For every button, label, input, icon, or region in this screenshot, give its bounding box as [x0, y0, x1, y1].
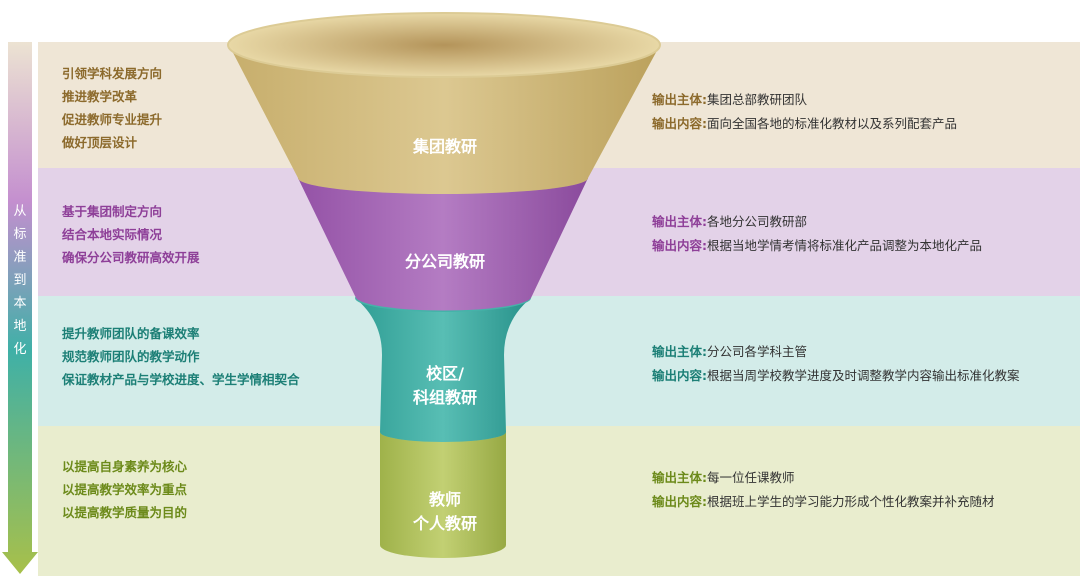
campus-output: 输出主体:分公司各学科主管 输出内容:根据当周学校教学进度及时调整教学内容输出标…	[652, 340, 1020, 388]
list-item: 引领学科发展方向	[62, 66, 163, 81]
arrow-char: 本	[13, 296, 27, 311]
funnel-stage-group	[229, 45, 660, 194]
output-subject-row: 输出主体:集团总部教研团队	[652, 88, 957, 112]
output-content-row: 输出内容:根据当地学情考情将标准化产品调整为本地化产品	[652, 234, 982, 258]
list-item: 提升教师团队的备课效率	[62, 326, 200, 341]
stage-label-line: 科组教研	[412, 388, 477, 407]
branch-goals-list: 基于集团制定方向 结合本地实际情况 确保分公司教研高效开展	[62, 200, 200, 269]
arrow-char: 化	[13, 342, 27, 357]
output-subject-key: 输出主体:	[652, 214, 707, 229]
stage-label-campus: 校区/ 科组教研	[380, 362, 510, 410]
funnel-stage-campus	[355, 298, 531, 442]
output-content-key: 输出内容:	[652, 494, 707, 509]
list-item: 确保分公司教研高效开展	[62, 250, 200, 265]
band-campus	[38, 296, 1080, 426]
list-item: 规范教师团队的教学动作	[62, 349, 200, 364]
stage-label-branch: 分公司教研	[380, 250, 510, 274]
stage-label-line: 分公司教研	[404, 252, 485, 271]
output-content-key: 输出内容:	[652, 368, 707, 383]
group-goals-list: 引领学科发展方向 推进教学改革 促进教师专业提升 做好顶层设计	[62, 62, 162, 154]
output-content-row: 输出内容:根据当周学校教学进度及时调整教学内容输出标准化教案	[652, 364, 1020, 388]
stage-label-line: 教师	[428, 490, 461, 509]
stage-label-teacher: 教师 个人教研	[380, 488, 510, 536]
arrow-char: 到	[13, 273, 27, 288]
output-content-value: 根据当地学情考情将标准化产品调整为本地化产品	[707, 238, 983, 253]
list-item: 保证教材产品与学校进度、学生学情相契合	[62, 372, 300, 387]
output-content-value: 面向全国各地的标准化教材以及系列配套产品	[707, 116, 958, 131]
stage-label-group: 集团教研	[380, 135, 510, 159]
group-output: 输出主体:集团总部教研团队 输出内容:面向全国各地的标准化教材以及系列配套产品	[652, 88, 957, 136]
arrow-char: 从	[13, 204, 27, 219]
branch-output: 输出主体:各地分公司教研部 输出内容:根据当地学情考情将标准化产品调整为本地化产…	[652, 210, 982, 258]
arrow-char: 标	[13, 227, 27, 242]
arrow-char: 准	[13, 250, 27, 265]
output-subject-row: 输出主体:分公司各学科主管	[652, 340, 1020, 364]
output-content-key: 输出内容:	[652, 238, 707, 253]
list-item: 基于集团制定方向	[62, 204, 163, 219]
output-subject-key: 输出主体:	[652, 344, 707, 359]
output-subject-row: 输出主体:每一位任课教师	[652, 466, 995, 490]
list-item: 以提高自身素养为核心	[62, 459, 188, 474]
stage-label-line: 校区/	[426, 364, 464, 383]
list-item: 结合本地实际情况	[62, 227, 163, 242]
list-item: 做好顶层设计	[62, 135, 138, 150]
output-subject-key: 输出主体:	[652, 92, 707, 107]
arrow-char: 地	[13, 319, 27, 334]
funnel-stage-teacher	[380, 432, 506, 558]
teacher-output: 输出主体:每一位任课教师 输出内容:根据班上学生的学习能力形成个性化教案并补充随…	[652, 466, 995, 514]
output-content-row: 输出内容:面向全国各地的标准化教材以及系列配套产品	[652, 112, 957, 136]
funnel-stage-branch	[298, 178, 588, 311]
output-subject-value: 各地分公司教研部	[707, 214, 808, 229]
output-subject-row: 输出主体:各地分公司教研部	[652, 210, 982, 234]
output-subject-value: 每一位任课教师	[707, 470, 795, 485]
campus-goals-list: 提升教师团队的备课效率 规范教师团队的教学动作 保证教材产品与学校进度、学生学情…	[62, 322, 300, 391]
arrow-vertical-text: 从 标 准 到 本 地 化	[8, 200, 32, 361]
standard-to-local-arrow	[2, 42, 38, 574]
list-item: 以提高教学效率为重点	[62, 482, 188, 497]
funnel-rim	[227, 12, 661, 78]
band-teacher	[38, 426, 1080, 576]
teacher-goals-list: 以提高自身素养为核心 以提高教学效率为重点 以提高教学质量为目的	[62, 455, 187, 524]
output-content-row: 输出内容:根据班上学生的学习能力形成个性化教案并补充随材	[652, 490, 995, 514]
list-item: 促进教师专业提升	[62, 112, 163, 127]
output-subject-value: 集团总部教研团队	[707, 92, 808, 107]
list-item: 推进教学改革	[62, 89, 138, 104]
list-item: 以提高教学质量为目的	[62, 505, 188, 520]
stage-label-line: 个人教研	[412, 514, 477, 533]
output-content-value: 根据当周学校教学进度及时调整教学内容输出标准化教案	[707, 368, 1020, 383]
output-content-key: 输出内容:	[652, 116, 707, 131]
output-subject-value: 分公司各学科主管	[707, 344, 808, 359]
stage-label-line: 集团教研	[412, 137, 477, 156]
output-subject-key: 输出主体:	[652, 470, 707, 485]
output-content-value: 根据班上学生的学习能力形成个性化教案并补充随材	[707, 494, 995, 509]
